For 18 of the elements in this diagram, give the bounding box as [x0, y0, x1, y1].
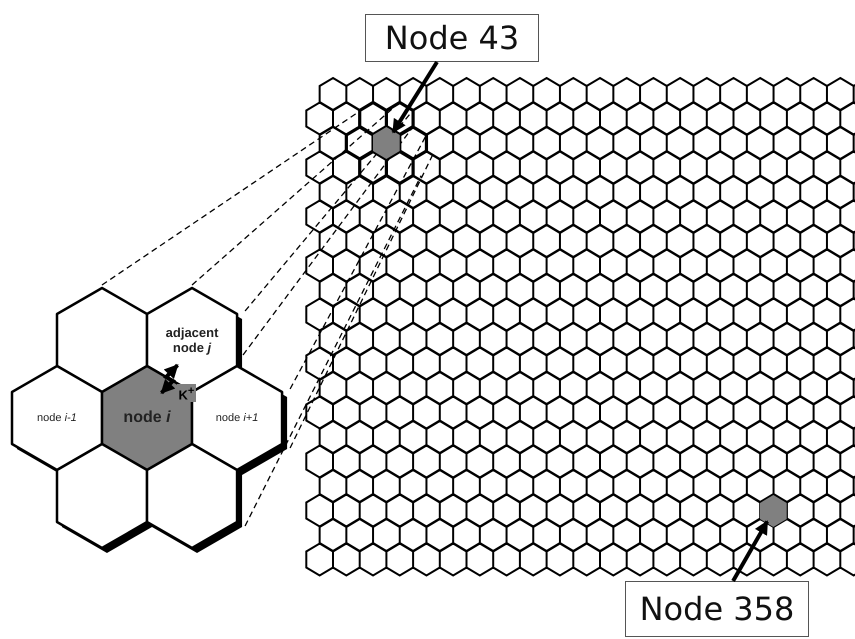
hexagon-cell — [192, 366, 282, 470]
hexagon-cell — [12, 366, 102, 470]
arrow — [160, 364, 179, 394]
hexagon-cell — [56, 444, 147, 548]
node-label: node i-1 — [36, 412, 78, 424]
callout-label: Node 43 — [384, 19, 520, 57]
node-label: node i — [122, 409, 172, 427]
callout-box — [365, 14, 539, 62]
highlighted-hexagon — [373, 127, 400, 159]
hexagon-cell — [147, 444, 238, 548]
node-label: node i+1 — [214, 412, 260, 424]
hexagon-cell — [56, 288, 147, 392]
callout-label: Node 358 — [640, 590, 794, 628]
node-label: adjacent node j — [164, 325, 220, 355]
edge-label: K$^{+}$ — [176, 384, 196, 402]
callout-box — [625, 581, 809, 637]
highlighted-hexagon — [760, 494, 787, 526]
arrow — [391, 60, 439, 134]
